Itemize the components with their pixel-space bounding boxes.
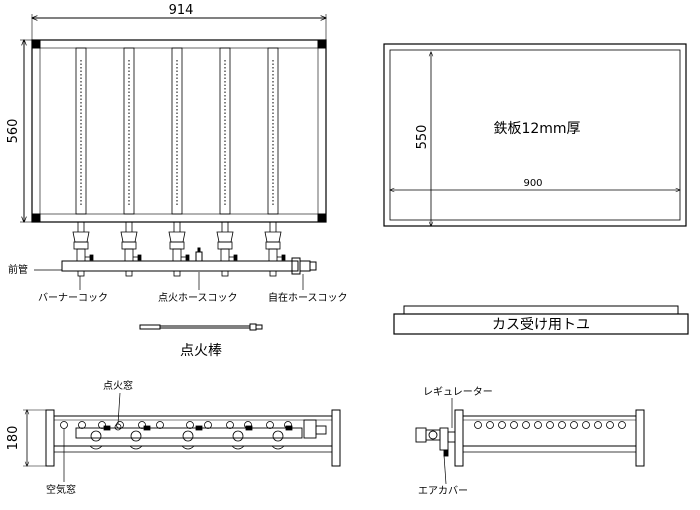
air-window-label: 空気窓 (46, 483, 76, 496)
pilot-window-label: 点火窓 (103, 379, 133, 392)
width-dimension-914: 914 (169, 3, 194, 18)
free-hose-cock-label: 自在ホースコック (268, 291, 348, 304)
pilot-hose-cock-label: 点火ホースコック (158, 292, 238, 304)
plate-height-550: 550 (415, 125, 430, 150)
grease-tray (393, 305, 689, 335)
height-dimension-560: 560 (6, 119, 21, 144)
air-window-row (60, 421, 292, 429)
top-view (20, 14, 327, 290)
regulator (415, 427, 456, 457)
top-view-labels: 914 560 前管 バーナーコック 点火ホースコック 自在ホースコック (6, 3, 348, 304)
front-height-180: 180 (6, 426, 21, 451)
burner-holes (80, 60, 274, 206)
igniter-rod-label: 点火棒 (180, 343, 222, 359)
plate-title: 鉄板12mm厚 (493, 121, 580, 137)
front-pipe-label: 前管 (8, 263, 28, 276)
burner-tubes (75, 47, 279, 215)
side-view-labels: レギュレーター エアカバー (418, 386, 493, 497)
burner-cock-label: バーナーコック (38, 292, 108, 304)
burner-frame (31, 39, 327, 223)
regulator-label: レギュレーター (423, 386, 493, 398)
front-view (23, 392, 341, 482)
steel-plate (383, 43, 687, 227)
front-pipe (61, 260, 299, 272)
plate-labels: 鉄板12mm厚 550 900 (415, 121, 581, 189)
burner-cocks (72, 231, 286, 262)
side-view (415, 398, 645, 485)
plate-width-900: 900 (523, 178, 542, 189)
front-view-labels: 180 点火窓 空気窓 (6, 379, 133, 496)
air-cover-label: エアカバー (418, 485, 468, 497)
igniter-rod (139, 323, 263, 331)
side-air-window-row (474, 421, 626, 429)
grease-tray-label: カス受け用トユ (492, 317, 590, 333)
